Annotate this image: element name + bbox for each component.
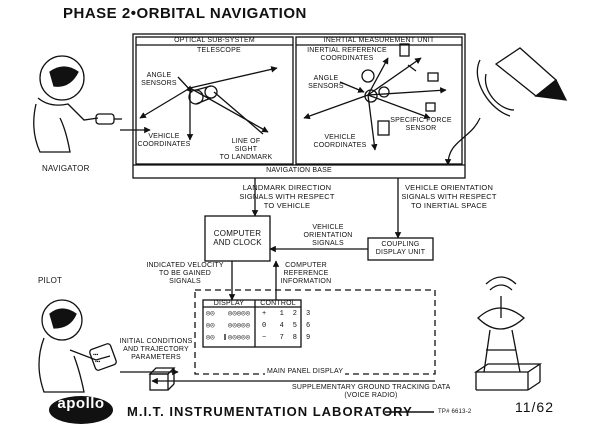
display-row: ◎◎ ◎◎◎◎◎ [206,310,251,318]
signal-arrows [120,117,481,385]
indicated-velocity-label: INDICATED VELOCITY TO BE GAINED SIGNALS [146,262,224,285]
imu-title: INERTIAL MEASUREMENT UNIT [323,37,435,44]
initial-conditions-label: INITIAL CONDITIONS AND TRAJECTORY PARAME… [119,338,193,361]
navigation-base-frame [132,33,466,179]
main-panel-display-label: MAIN PANEL DISPLAY [265,368,346,376]
optical-subsystem-box [135,36,294,165]
optical-vehicle-coordinates-label: VEHICLE COORDINATES [137,133,191,148]
ground-tracking-label: SUPPLEMENTARY GROUND TRACKING DATA (VOIC… [292,384,451,399]
svg-text:▪▪▪: ▪▪▪ [95,359,101,365]
navigation-base-label: NAVIGATION BASE [266,167,332,174]
computer-and-clock-label: COMPUTER AND CLOCK [213,229,262,247]
svg-text:▪▪▪: ▪▪▪ [93,352,99,358]
telescope-drawing [139,66,278,141]
telescope-label: TELESCOPE [197,47,241,54]
display-row: ◎◎ ◎◎◎◎◎ [206,322,251,330]
specific-force-sensor-label: SPECIFIC FORCE SENSOR [390,117,452,132]
computer-reference-label: COMPUTER REFERENCE INFORMATION [280,262,332,285]
ground-antenna-drawing [473,276,543,391]
navigator-label: NAVIGATOR [42,164,90,173]
orientation-inertial-label: VEHICLE ORIENTATION SIGNALS WITH RESPECT… [401,183,497,210]
control-key-row: 0 4 5 6 [262,322,311,330]
apollo-logo-ellipse [49,396,113,424]
control-title: CONTROL [260,300,296,307]
imu-drawing [303,43,447,151]
display-row: ◎◎ ◎◎◎◎◎ [206,334,251,342]
display-title: DISPLAY [213,300,245,307]
coupling-display-label: COUPLING DISPLAY UNIT [375,241,426,256]
imu-angle-sensors-label: ANGLE SENSORS [308,75,344,90]
tp-number: TP# 6613-2 [438,409,472,415]
navigator-figure [33,55,122,153]
orientation-signals-label: VEHICLE ORIENTATION SIGNALS [303,224,353,247]
control-key-row: − 7 8 9 [262,334,311,342]
control-key-row: + 1 2 3 [262,310,311,318]
optical-subsystem-title: OPTICAL SUB-SYSTEM [174,37,255,44]
inertial-reference-label: INERTIAL REFERENCE COORDINATES [307,47,387,62]
pilot-label: PILOT [38,276,63,285]
computer-and-clock-box [204,215,271,262]
spacecraft-drawing [476,47,568,117]
optical-angle-sensors-label: ANGLE SENSORS [141,72,177,87]
date-label: 11/62 [515,399,554,415]
imu-box [295,36,463,165]
line-of-sight-label: LINE OF SIGHT TO LANDMARK [219,138,273,161]
apollo-logo-text: apollo [57,395,105,412]
imu-vehicle-coordinates-label: VEHICLE COORDINATES [313,134,367,149]
display-control-panel [202,299,302,348]
page-title: PHASE 2•ORBITAL NAVIGATION [63,5,307,22]
landmark-signals-label: LANDMARK DIRECTION SIGNALS WITH RESPECT … [239,183,335,210]
pilot-figure: ▪▪▪ ▪▪▪ [38,299,117,393]
lab-name: M.I.T. INSTRUMENTATION LABORATORY [127,404,413,419]
pilot-console-box [148,367,176,391]
